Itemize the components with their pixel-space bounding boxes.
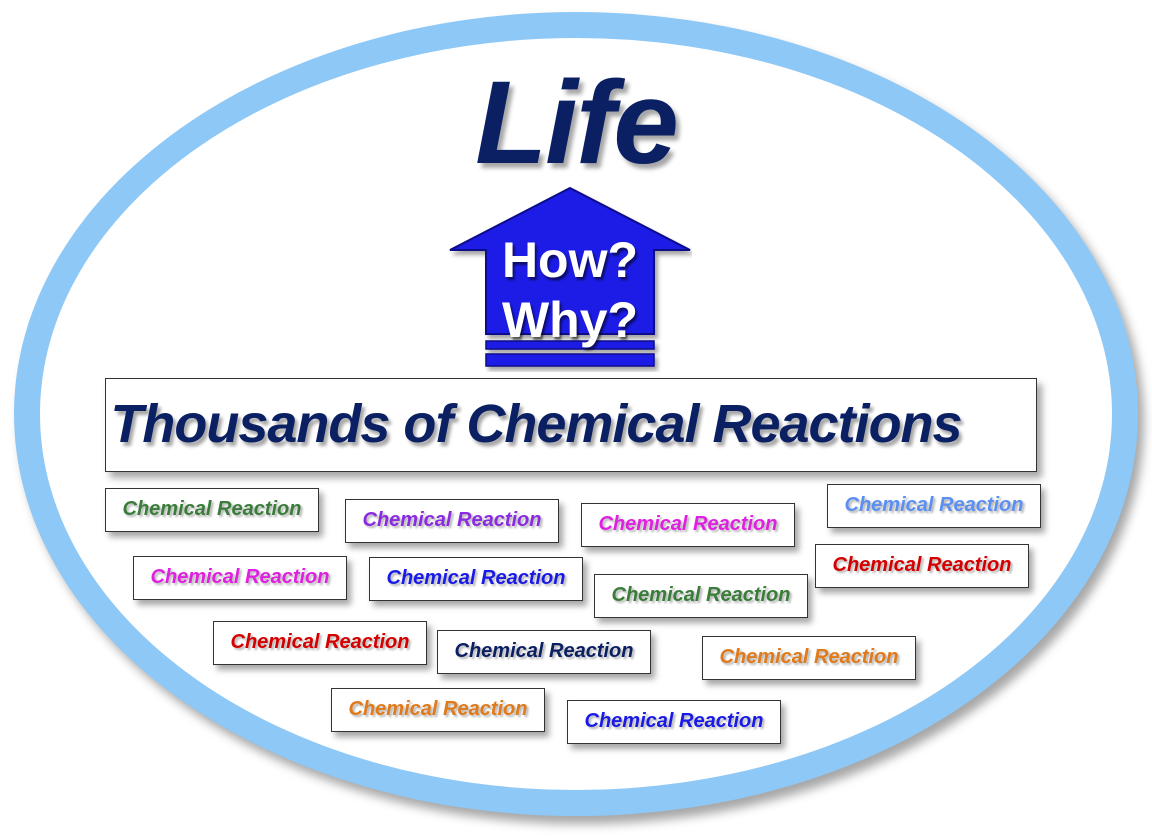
arrow-stripe-2 xyxy=(485,353,655,367)
up-arrow-icon xyxy=(449,186,691,367)
reaction-box: Chemical Reaction xyxy=(581,503,795,547)
reaction-box: Chemical Reaction xyxy=(702,636,916,680)
reaction-box: Chemical Reaction xyxy=(815,544,1029,588)
arrow-stripe-1 xyxy=(485,340,655,350)
life-title: Life xyxy=(475,57,679,189)
reaction-box: Chemical Reaction xyxy=(331,688,545,732)
reaction-box: Chemical Reaction xyxy=(133,556,347,600)
reaction-box: Chemical Reaction xyxy=(345,499,559,543)
arrow-label-how: How? xyxy=(501,232,639,288)
reaction-box: Chemical Reaction xyxy=(567,700,781,744)
arrow-label-why: Why? xyxy=(501,292,639,348)
reaction-box: Chemical Reaction xyxy=(105,488,319,532)
arrow-body xyxy=(449,186,691,335)
main-reactions-label: Thousands of Chemical Reactions xyxy=(110,394,962,454)
reaction-box: Chemical Reaction xyxy=(594,574,808,618)
reaction-box: Chemical Reaction xyxy=(827,484,1041,528)
reaction-box: Chemical Reaction xyxy=(437,630,651,674)
reaction-box: Chemical Reaction xyxy=(369,557,583,601)
main-reactions-box: Thousands of Chemical Reactions xyxy=(105,378,1037,472)
reaction-box: Chemical Reaction xyxy=(213,621,427,665)
